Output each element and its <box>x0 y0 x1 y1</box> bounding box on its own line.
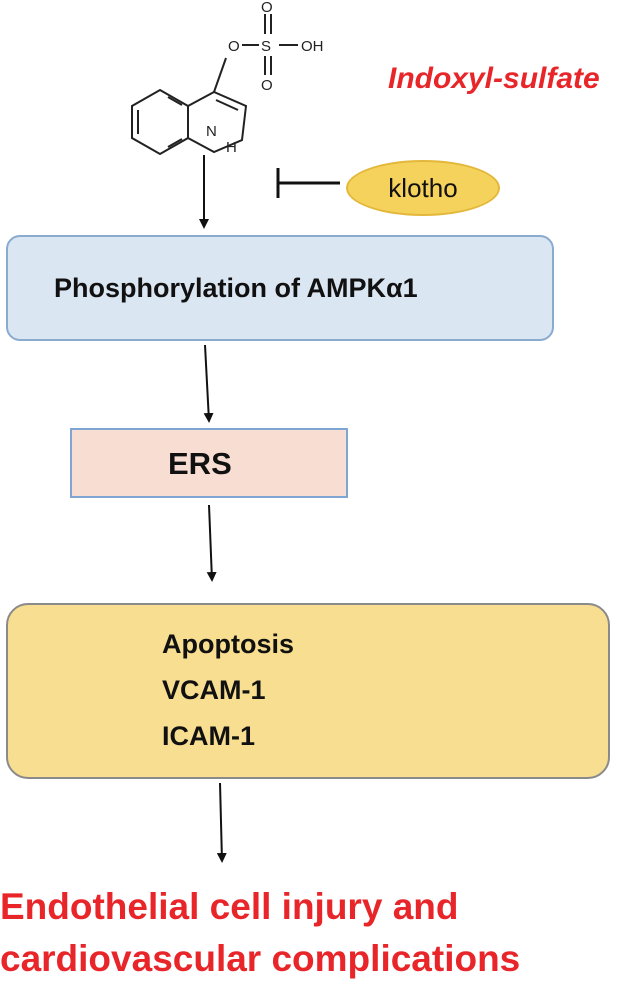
klotho-inhibition-bar <box>276 168 340 198</box>
compound-name: Indoxyl-sulfate <box>388 62 600 95</box>
outcome-vcam1: VCAM-1 <box>162 675 266 705</box>
outcomes-box: Apoptosis VCAM-1 ICAM-1 <box>6 603 610 779</box>
benzene-ring <box>131 88 189 156</box>
ampk-label: Phosphorylation of AMPKα1 <box>54 273 418 303</box>
atom-oh: OH <box>301 38 324 55</box>
structure-atom-labels: O S O O OH N H <box>206 0 324 156</box>
pyrrole-ring <box>187 90 248 154</box>
arrow-ampk-to-ers <box>203 344 214 423</box>
ampk-phosphorylation-box: Phosphorylation of AMPKα1 <box>6 235 554 341</box>
ers-label: ERS <box>168 446 232 481</box>
atom-h: H <box>226 139 237 156</box>
atom-o-top: O <box>261 0 273 16</box>
result-line-2: cardiovascular complications <box>0 938 521 979</box>
indoxyl-sulfate-structure <box>131 14 298 156</box>
atom-n: N <box>206 123 217 140</box>
atom-o-bottom: O <box>261 77 273 94</box>
klotho-node: klotho <box>346 160 500 216</box>
atom-s: S <box>261 38 271 55</box>
outcome-apoptosis: Apoptosis <box>162 629 294 659</box>
result-line-1: Endothelial cell injury and <box>0 886 459 927</box>
klotho-label: klotho <box>388 172 458 203</box>
ers-box: ERS <box>70 428 348 498</box>
atom-o1: O <box>228 38 240 55</box>
arrow-ers-to-outcomes <box>206 504 217 582</box>
outcome-icam1: ICAM-1 <box>162 721 255 751</box>
arrow-outcomes-to-result <box>216 782 227 863</box>
